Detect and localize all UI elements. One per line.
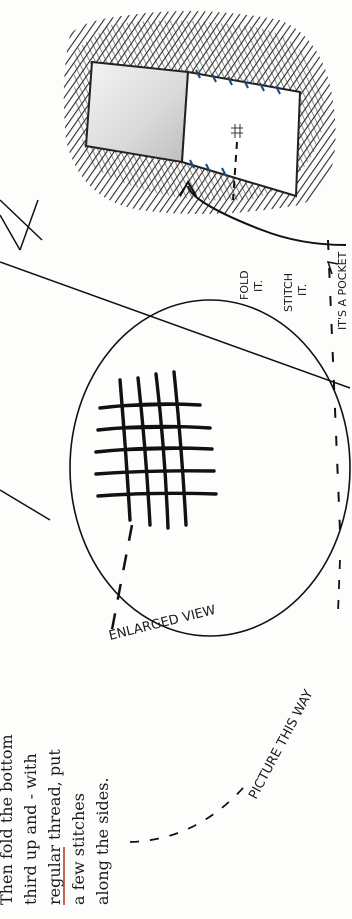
instruction-line-2: third up and - with — [21, 753, 40, 905]
instruction-line-3: regular thread, put — [45, 749, 64, 905]
instruction-line-5: along the sides. — [93, 777, 112, 905]
regular-word: regular — [45, 845, 64, 905]
stitch-it-label-2: IT. — [296, 284, 309, 296]
enlarged-view-circle — [70, 300, 350, 636]
instruction-line-4: a few stitches — [69, 793, 88, 905]
enlarged-view-label: ENLARGED VIEW — [107, 603, 217, 644]
its-a-pocket-label: IT'S A POCKET — [336, 251, 349, 330]
instruction-text: Then fold the bottom third up and - with… — [0, 734, 112, 905]
fold-it-label-1: FOLD — [238, 270, 251, 300]
grid-dashed-line — [110, 525, 132, 640]
fold-it-label-2: IT. — [252, 280, 265, 292]
picture-this-way-label: PICTURE THIS WAY — [246, 688, 316, 802]
stitch-grid — [96, 372, 216, 528]
picture-dashed-curve — [130, 780, 250, 842]
stitch-it-label-1: STITCH — [282, 273, 295, 312]
instruction-line-1: Then fold the bottom — [0, 734, 16, 905]
